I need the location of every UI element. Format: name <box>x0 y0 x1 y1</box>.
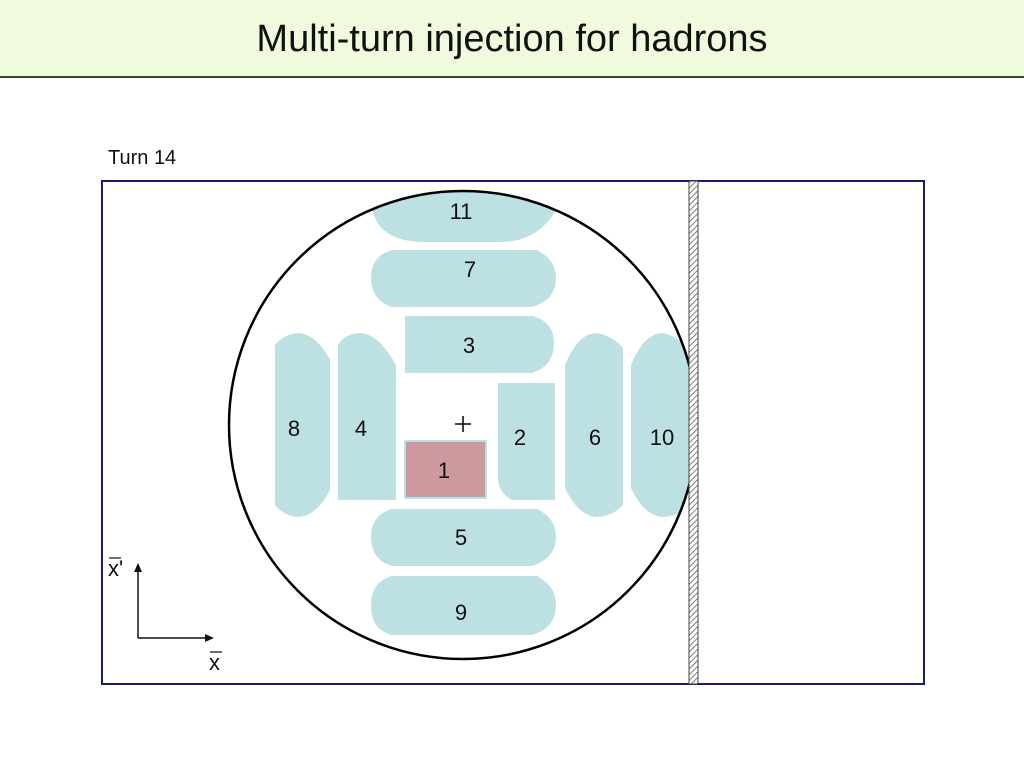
beamlet-10 <box>631 333 697 517</box>
septum <box>688 180 699 685</box>
beamlet-8 <box>275 333 330 517</box>
beamlet-label-5: 5 <box>455 525 467 550</box>
turn-label: Turn 14 <box>108 147 177 169</box>
phase-space-axes <box>134 563 214 642</box>
beamlet-label-8: 8 <box>288 416 300 441</box>
slide-title: Multi-turn injection for hadrons <box>256 18 768 60</box>
diagram-frame <box>101 180 925 685</box>
beamlet-label-4: 4 <box>355 416 367 441</box>
beamlet-label-10: 10 <box>650 425 674 450</box>
beamlet-label-11: 11 <box>450 199 473 224</box>
axis-label-xprime: x' <box>108 556 123 581</box>
beamlet-label-9: 9 <box>455 600 467 625</box>
axis-label-x: x <box>209 650 220 675</box>
closed-orbit-cross <box>455 416 471 432</box>
beamlet-3 <box>405 316 554 373</box>
beamlet-2 <box>498 383 555 500</box>
beamlet-label-2: 2 <box>514 425 526 450</box>
beamlet-group <box>275 191 697 635</box>
beamlet-label-3: 3 <box>463 333 475 358</box>
beamlet-label-7: 7 <box>464 257 476 282</box>
beamlet-4 <box>338 333 396 500</box>
title-bar: Multi-turn injection for hadrons <box>0 0 1024 78</box>
beamlet-7 <box>371 250 556 307</box>
beamlet-5 <box>371 509 556 566</box>
beamlet-9 <box>371 576 556 635</box>
beamlet-label-6: 6 <box>589 425 601 450</box>
beamlet-6 <box>565 333 623 517</box>
beamlet-1-current <box>404 440 487 499</box>
beamlet-label-1: 1 <box>438 458 450 483</box>
